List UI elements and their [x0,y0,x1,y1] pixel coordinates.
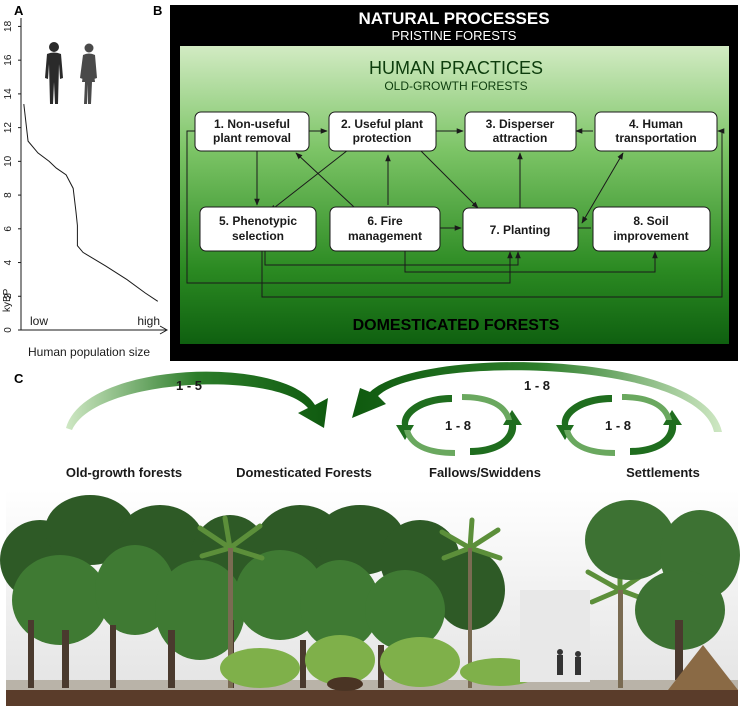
cycle-settlements-icon [556,394,682,456]
practice-box-2: 2. Useful plant protection [328,111,437,152]
connector-6-8 [404,251,658,273]
stage-settlements: Settlements [626,465,700,480]
y-tick-label: 6 [3,226,14,232]
top-subtitle: PRISTINE FORESTS [392,28,517,43]
practice-box-2-line2: protection [353,131,412,145]
practice-box-3-line2: attraction [493,131,548,145]
cycle-fallows-icon [396,394,522,456]
y-tick-label: 16 [3,54,14,66]
mid-subtitle: OLD-GROWTH FORESTS [384,79,527,93]
stage-domesticated: Domesticated Forests [236,465,372,480]
y-tick-label: 2 [3,293,14,299]
connector-6-1 [295,152,355,208]
y-tick-label: 0 [3,327,14,333]
practice-box-8: 8. Soil improvement [592,206,711,252]
x-low-label: low [30,314,48,328]
practice-box-2-line1: 2. Useful plant [341,117,423,131]
y-axis-ticks: 0 2 4 6 8 10 12 14 16 18 [3,20,21,333]
y-tick-label: 4 [3,259,14,265]
human-figures-icon [45,42,97,104]
practice-box-5-line1: 5. Phenotypic [219,214,297,228]
connector-2-5 [269,149,349,212]
y-tick-label: 8 [3,192,14,198]
connector-1-7-loop [186,130,513,284]
practice-box-6-line2: management [348,229,422,243]
mid-title: HUMAN PRACTICES [369,58,543,78]
y-tick-label: 10 [3,155,14,167]
stage-oldgrowth: Old-growth forests [66,465,182,480]
arrow-oldgrowth-to-domesticated [66,371,328,430]
connector-7-4 [581,152,624,224]
population-curve [23,103,159,302]
practice-box-7: 7. Planting [462,207,579,252]
practice-box-1-line1: 1. Non-useful [214,117,290,131]
practice-box-4-line2: transportation [615,131,696,145]
practice-box-3-line1: 3. Disperser [486,117,555,131]
panel-c: C 1 - 5 1 - 8 1 - 8 1 - 8 Old-growth for [0,362,740,706]
bottom-title: DOMESTICATED FORESTS [353,317,560,334]
arrow-label-1: 1 - 5 [176,378,202,393]
panel-b: B NATURAL PROCESSES PRISTINE FORESTS HUM… [153,3,738,361]
arrow-label-4: 1 - 8 [605,418,631,433]
stage-fallows: Fallows/Swiddens [429,465,541,480]
practice-box-6: 6. Fire management [329,206,441,252]
x-axis-title: Human population size [28,345,150,359]
top-title: NATURAL PROCESSES [358,9,549,28]
connector-5-7 [264,251,521,266]
connector-5-4-loop [261,128,725,298]
practice-box-4: 4. Human transportation [594,111,718,152]
practice-box-8-line2: improvement [613,229,688,243]
arrow-label-2: 1 - 8 [524,378,550,393]
forest-landscape-illustration [0,490,740,706]
practice-box-5: 5. Phenotypic selection [199,206,317,252]
panel-a: A 0 2 4 6 8 10 12 14 16 18 kyBP low high Human po… [2,3,169,359]
x-high-label: high [137,314,160,328]
arrow-settlements-to-domesticated [352,362,722,432]
practice-connectors [186,128,725,298]
practice-box-1: 1. Non-useful plant removal [194,111,310,152]
practice-box-8-line1: 8. Soil [633,214,668,228]
panel-b-label: B [153,3,162,18]
connector-2-7 [419,149,479,209]
y-tick-label: 14 [3,88,14,100]
arrow-label-3: 1 - 8 [445,418,471,433]
practice-box-3: 3. Disperser attraction [464,111,577,152]
y-axis-unit: kyBP [2,288,13,312]
human-practices-panel [180,46,729,344]
practice-box-5-line2: selection [232,229,284,243]
practice-box-7-line1: 7. Planting [490,223,551,237]
y-tick-label: 18 [3,20,14,32]
practice-box-6-line1: 6. Fire [367,214,403,228]
panel-c-label: C [14,371,24,386]
y-tick-label: 12 [3,122,14,134]
practice-box-1-line2: plant removal [213,131,291,145]
x-axis-arrow-icon [159,325,169,335]
practice-box-4-line1: 4. Human [629,117,683,131]
panel-a-label: A [14,3,24,18]
